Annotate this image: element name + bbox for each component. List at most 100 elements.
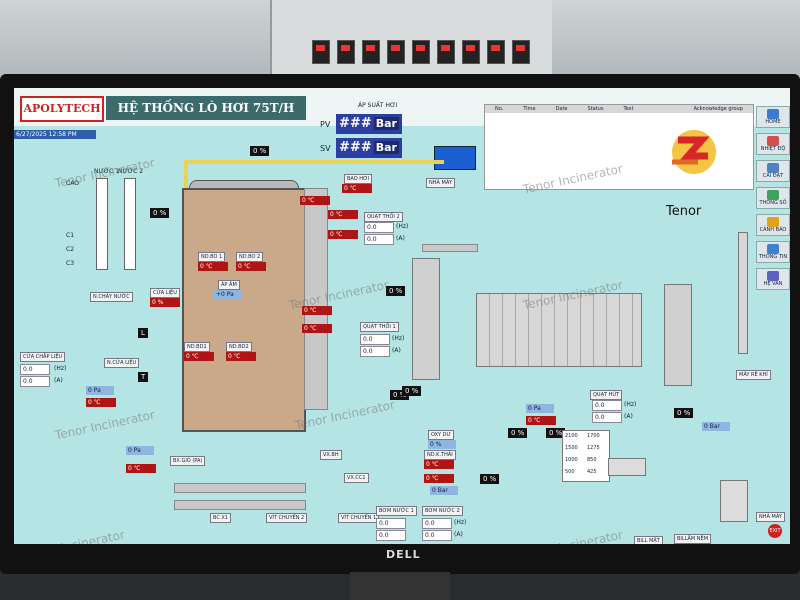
nd-bd1-label: ND.BD1 (184, 342, 210, 352)
alarm-table-header: No. Time Date Status Text Acknowledge gr… (485, 105, 753, 113)
fan2-a-unit: (A) (396, 235, 405, 242)
heat-exchanger (608, 458, 646, 476)
datetime-display: 6/27/2025 12:58 PM (14, 130, 96, 139)
valve-a-value: 0 % (508, 428, 528, 438)
duct-temp-3: 0 ℃ (328, 230, 358, 239)
feeder-hz-unit: (Hz) (54, 365, 67, 372)
bill-nem-label: BILLẦM NÊM (674, 534, 712, 544)
panel-meter (412, 40, 430, 64)
sv-label: SV (320, 144, 331, 153)
col-time: Time (523, 106, 536, 112)
bag-filter (476, 293, 642, 367)
ahu-temp: 0 ℃ (526, 416, 556, 425)
steam-line (184, 160, 188, 210)
panel-meter (362, 40, 380, 64)
exit-button[interactable]: EXIT (768, 524, 782, 538)
level-c1-label: C1 (66, 232, 75, 239)
local-indicator[interactable]: L (138, 328, 148, 338)
level-table: 2100 1700 1500 1275 1000 850 500 425 (562, 430, 610, 482)
vxcc1-label: VX.CC1 (344, 473, 369, 483)
air-blower-label: MÁY RÊ KHÍ (736, 370, 771, 380)
nav-parameters-button[interactable]: THÔNG SỐ (756, 187, 790, 209)
pump2-hz-unit: (Hz) (454, 519, 467, 526)
col-date: Date (555, 106, 568, 112)
pressure-label: ÁP SUẤT HƠI (358, 102, 398, 109)
fan2-a: 0.0 (364, 234, 394, 245)
fan2-label: QUẠT THỔI 2 (364, 212, 403, 222)
monitor-stand (350, 572, 450, 600)
nav-info-button[interactable]: THÔNG TIN (756, 241, 790, 263)
feeder-label: CỬA CHẤP LIỆU (20, 352, 66, 362)
tenor-logo-icon (672, 130, 716, 174)
nav-label: HOME (765, 119, 781, 125)
level-high-label: CAO (66, 180, 79, 187)
boiler-furnace (182, 188, 306, 432)
nav-temperature-button[interactable]: NHIỆT ĐỘ (756, 133, 790, 155)
table-cell: 425 (587, 469, 597, 475)
flue-temp-value: 0 ℃ (424, 460, 454, 469)
duct-temp-5: 0 ℃ (302, 324, 332, 333)
fan1-hz: 0.0 (360, 334, 390, 345)
chimney (738, 232, 748, 354)
nd-bo2-value: 0 ℃ (236, 262, 266, 271)
nav-label: THÔNG SỐ (759, 200, 787, 206)
vit1-label: VÍT CHUYỂN 1 (338, 513, 380, 523)
air-pressure-1: 0 Pa (86, 386, 114, 395)
fuel-door-value: 0 % (150, 298, 180, 307)
exhaust-fan-a-unit: (A) (624, 413, 633, 420)
air-box-label: BX.GIÓ (PA) (170, 456, 206, 466)
exhaust-fan-label: QUẠT HÚT (590, 390, 623, 400)
pressure-sv-display[interactable]: ###Bar (336, 138, 402, 158)
page-title: HỆ THỐNG LÒ HƠI 75T/H (106, 96, 306, 120)
table-cell: 1000 (565, 457, 578, 463)
vxbh-label: VX.BH (320, 450, 342, 460)
fuel-door-label: CỬA LIỆU (150, 288, 180, 298)
temperature-icon (767, 136, 779, 146)
pump2-label: BƠM NƯỚC 2 (422, 506, 463, 516)
parameters-icon (767, 190, 779, 200)
scrubber (664, 284, 692, 386)
nav-valves-button[interactable]: HỆ VAN (756, 268, 790, 290)
water-level-gauge-1 (96, 178, 108, 270)
col-ack-group: Acknowledge group (693, 106, 743, 112)
panel-meter (437, 40, 455, 64)
air-temp-2: 0 ℃ (126, 464, 156, 473)
alarm-table[interactable]: No. Time Date Status Text Acknowledge gr… (484, 104, 754, 190)
bcx1-label: BC.X1 (210, 513, 232, 523)
drum-label: BAO HƠI (344, 174, 373, 184)
nd-bd2-value: 0 ℃ (226, 352, 256, 361)
blower-pressure: 0 Bar (702, 422, 730, 431)
panel-meter (312, 40, 330, 64)
exhaust-fan-hz: 0.0 (592, 400, 622, 411)
duct-temp-4: 0 ℃ (302, 306, 332, 315)
oxygen-value: 0 % (428, 440, 456, 449)
table-cell: 2100 (565, 433, 578, 439)
flue-temp-label: ND.K.THẢI (424, 450, 456, 460)
cyclone (412, 258, 440, 380)
local-indicator-2[interactable]: T (138, 372, 149, 382)
pump1-label: BƠM NƯỚC 1 (376, 506, 417, 516)
pressure-pv-display: ###Bar (336, 114, 402, 134)
settings-icon (767, 163, 779, 173)
nav-settings-button[interactable]: CÀI ĐẶT (756, 160, 790, 182)
table-cell: 1275 (587, 445, 600, 451)
air-temp-1: 0 ℃ (86, 398, 116, 407)
watermark: Tenor Incinerator (522, 528, 624, 544)
pump1-a: 0.0 (376, 530, 406, 541)
ahu-pressure: 0 Pa (526, 404, 554, 413)
panel-meter (512, 40, 530, 64)
fan2-hz: 0.0 (364, 222, 394, 233)
duct-temp-1: 0 ℃ (300, 196, 330, 205)
nav-alarm-button[interactable]: CẢNH BÁO (756, 214, 790, 236)
pump2-hz: 0.0 (422, 518, 452, 529)
nav-label: NHIỆT ĐỘ (760, 146, 786, 152)
fuel-door2-label: N.CỬA LIỆU (104, 358, 140, 368)
exhaust-fan-hz-unit: (Hz) (624, 401, 637, 408)
duct-temp-2: 0 ℃ (328, 210, 358, 219)
table-cell: 1500 (565, 445, 578, 451)
nd-bo1-value: 0 ℃ (198, 262, 228, 271)
nav-home-button[interactable]: HOME (756, 106, 790, 128)
steam-valve-value: 0 % (250, 146, 270, 156)
fan1-label: QUẠT THỔI 1 (360, 322, 399, 332)
plant-label: NHÀ MÁY (426, 178, 455, 188)
